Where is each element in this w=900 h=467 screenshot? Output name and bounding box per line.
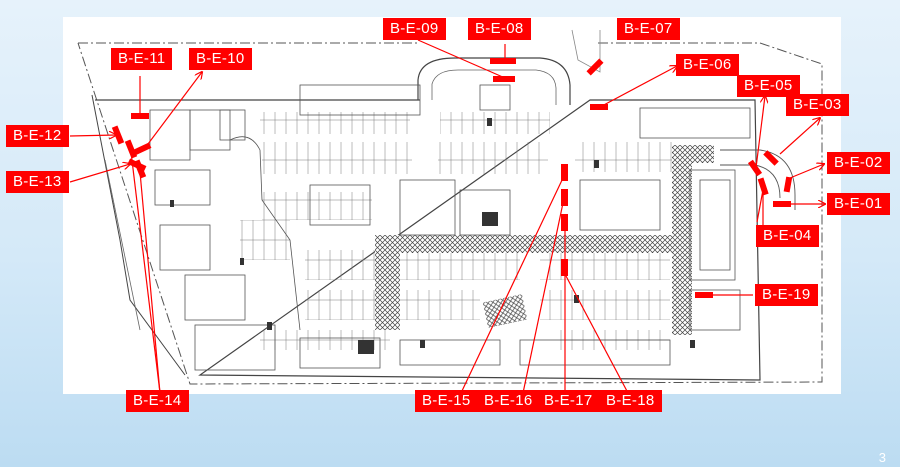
leader-lines xyxy=(69,39,825,394)
marker-b-e-16 xyxy=(561,189,568,206)
label-b-e-06: B-E-06 xyxy=(676,54,739,76)
parking-stalls xyxy=(240,112,675,350)
marker-b-e-12 xyxy=(111,125,125,145)
label-b-e-01: B-E-01 xyxy=(827,193,890,215)
label-b-e-11: B-E-11 xyxy=(111,48,173,70)
label-b-e-15: B-E-15 xyxy=(415,390,478,412)
marker-b-e-04 xyxy=(757,177,769,196)
label-b-e-05: B-E-05 xyxy=(737,75,800,97)
marker-b-e-19 xyxy=(695,292,713,298)
label-b-e-19: B-E-19 xyxy=(755,284,818,306)
marker-b-e-08 xyxy=(490,58,516,64)
entrance-ramp xyxy=(417,29,601,105)
marker-b-e-01 xyxy=(773,201,791,207)
marker-b-e-03 xyxy=(763,150,779,166)
marker-b-e-15 xyxy=(561,164,568,181)
label-b-e-18: B-E-18 xyxy=(599,390,662,412)
marker-b-e-02 xyxy=(783,176,793,193)
stair-cores xyxy=(170,118,695,354)
label-b-e-16: B-E-16 xyxy=(477,390,540,412)
marker-b-e-05 xyxy=(747,159,763,177)
drive-aisles xyxy=(375,145,714,335)
page-number: 3 xyxy=(878,450,886,465)
marker-b-e-09 xyxy=(493,76,515,82)
marker-b-e-14b xyxy=(133,159,147,179)
marker-b-e-17 xyxy=(561,214,568,231)
label-b-e-14: B-E-14 xyxy=(126,390,189,412)
label-b-e-07: B-E-07 xyxy=(617,18,680,40)
site-boundary xyxy=(77,42,823,385)
label-b-e-10: B-E-10 xyxy=(189,48,252,70)
label-b-e-08: B-E-08 xyxy=(468,18,531,40)
label-b-e-09: B-E-09 xyxy=(383,18,446,40)
left-structures xyxy=(149,84,751,371)
marker-b-e-14a xyxy=(124,139,138,159)
label-b-e-03: B-E-03 xyxy=(786,94,849,116)
label-b-e-04: B-E-04 xyxy=(756,225,819,247)
label-b-e-17: B-E-17 xyxy=(537,390,600,412)
marker-b-e-06 xyxy=(590,104,608,110)
label-b-e-02: B-E-02 xyxy=(827,152,890,174)
label-b-e-13: B-E-13 xyxy=(6,171,69,193)
label-b-e-12: B-E-12 xyxy=(6,125,69,147)
floor-plan-panel xyxy=(63,17,841,394)
marker-b-e-07 xyxy=(586,58,604,76)
